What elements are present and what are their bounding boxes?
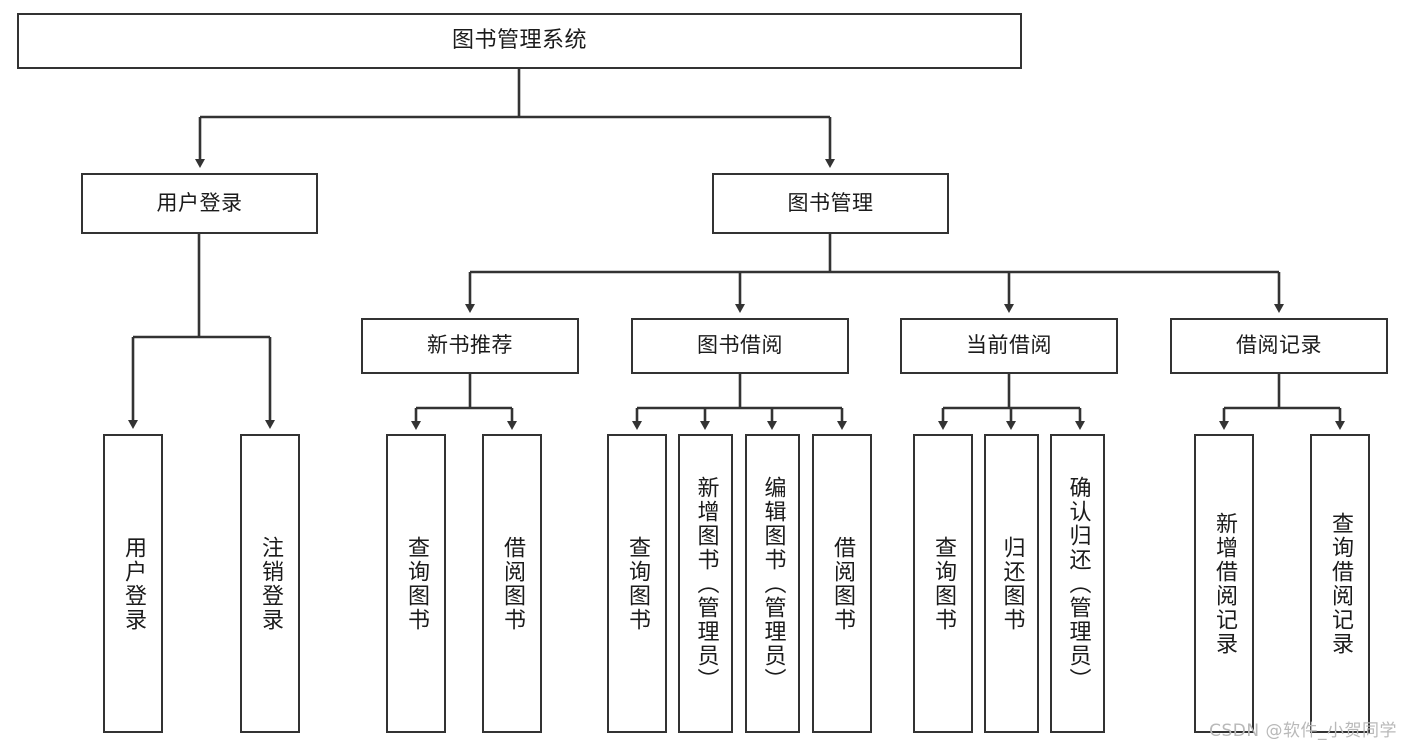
node-book-manage-label: 图书管理	[787, 190, 874, 215]
node-root-label: 图书管理系统	[451, 27, 587, 53]
leaf-confirm-return-label: 确认归还（管理员）	[1065, 475, 1091, 692]
node-new-book-recommend[interactable]: 新书推荐	[361, 318, 579, 374]
leaf-return-book-label: 归还图书	[999, 535, 1025, 632]
node-current-borrow[interactable]: 当前借阅	[900, 318, 1118, 374]
node-borrow-record[interactable]: 借阅记录	[1170, 318, 1388, 374]
node-root[interactable]: 图书管理系统	[17, 13, 1022, 69]
node-book-manage[interactable]: 图书管理	[712, 173, 949, 234]
leaf-query-book-2-label: 查询图书	[624, 535, 650, 632]
leaf-user-login[interactable]: 用户登录	[103, 434, 163, 733]
watermark-text: CSDN @软件_小贺同学	[1209, 721, 1397, 741]
leaf-add-book-label: 新增图书（管理员）	[693, 475, 719, 692]
node-user-login-label: 用户登录	[156, 190, 243, 215]
leaf-query-book-3-label: 查询图书	[930, 535, 956, 632]
leaf-add-book[interactable]: 新增图书（管理员）	[678, 434, 733, 733]
leaf-user-login-label: 用户登录	[120, 535, 146, 632]
leaf-query-record[interactable]: 查询借阅记录	[1310, 434, 1370, 733]
leaf-query-record-label: 查询借阅记录	[1327, 511, 1353, 656]
leaf-add-record-label: 新增借阅记录	[1211, 511, 1237, 656]
leaf-logout[interactable]: 注销登录	[240, 434, 300, 733]
leaf-confirm-return[interactable]: 确认归还（管理员）	[1050, 434, 1105, 733]
node-current-borrow-label: 当前借阅	[966, 333, 1052, 358]
leaf-query-book-2[interactable]: 查询图书	[607, 434, 667, 733]
node-borrow-record-label: 借阅记录	[1236, 333, 1322, 358]
node-new-book-recommend-label: 新书推荐	[427, 333, 513, 358]
leaf-return-book[interactable]: 归还图书	[984, 434, 1039, 733]
leaf-edit-book[interactable]: 编辑图书（管理员）	[745, 434, 800, 733]
leaf-edit-book-label: 编辑图书（管理员）	[760, 475, 786, 692]
node-user-login[interactable]: 用户登录	[81, 173, 318, 234]
leaf-borrow-book-1-label: 借阅图书	[499, 535, 525, 632]
leaf-logout-label: 注销登录	[257, 535, 283, 632]
leaf-borrow-book-1[interactable]: 借阅图书	[482, 434, 542, 733]
leaf-add-record[interactable]: 新增借阅记录	[1194, 434, 1254, 733]
leaf-query-book-1-label: 查询图书	[403, 535, 429, 632]
leaf-borrow-book-2-label: 借阅图书	[829, 535, 855, 632]
leaf-borrow-book-2[interactable]: 借阅图书	[812, 434, 872, 733]
leaf-query-book-1[interactable]: 查询图书	[386, 434, 446, 733]
leaf-query-book-3[interactable]: 查询图书	[913, 434, 973, 733]
node-book-borrow-label: 图书借阅	[697, 333, 783, 358]
node-book-borrow[interactable]: 图书借阅	[631, 318, 849, 374]
